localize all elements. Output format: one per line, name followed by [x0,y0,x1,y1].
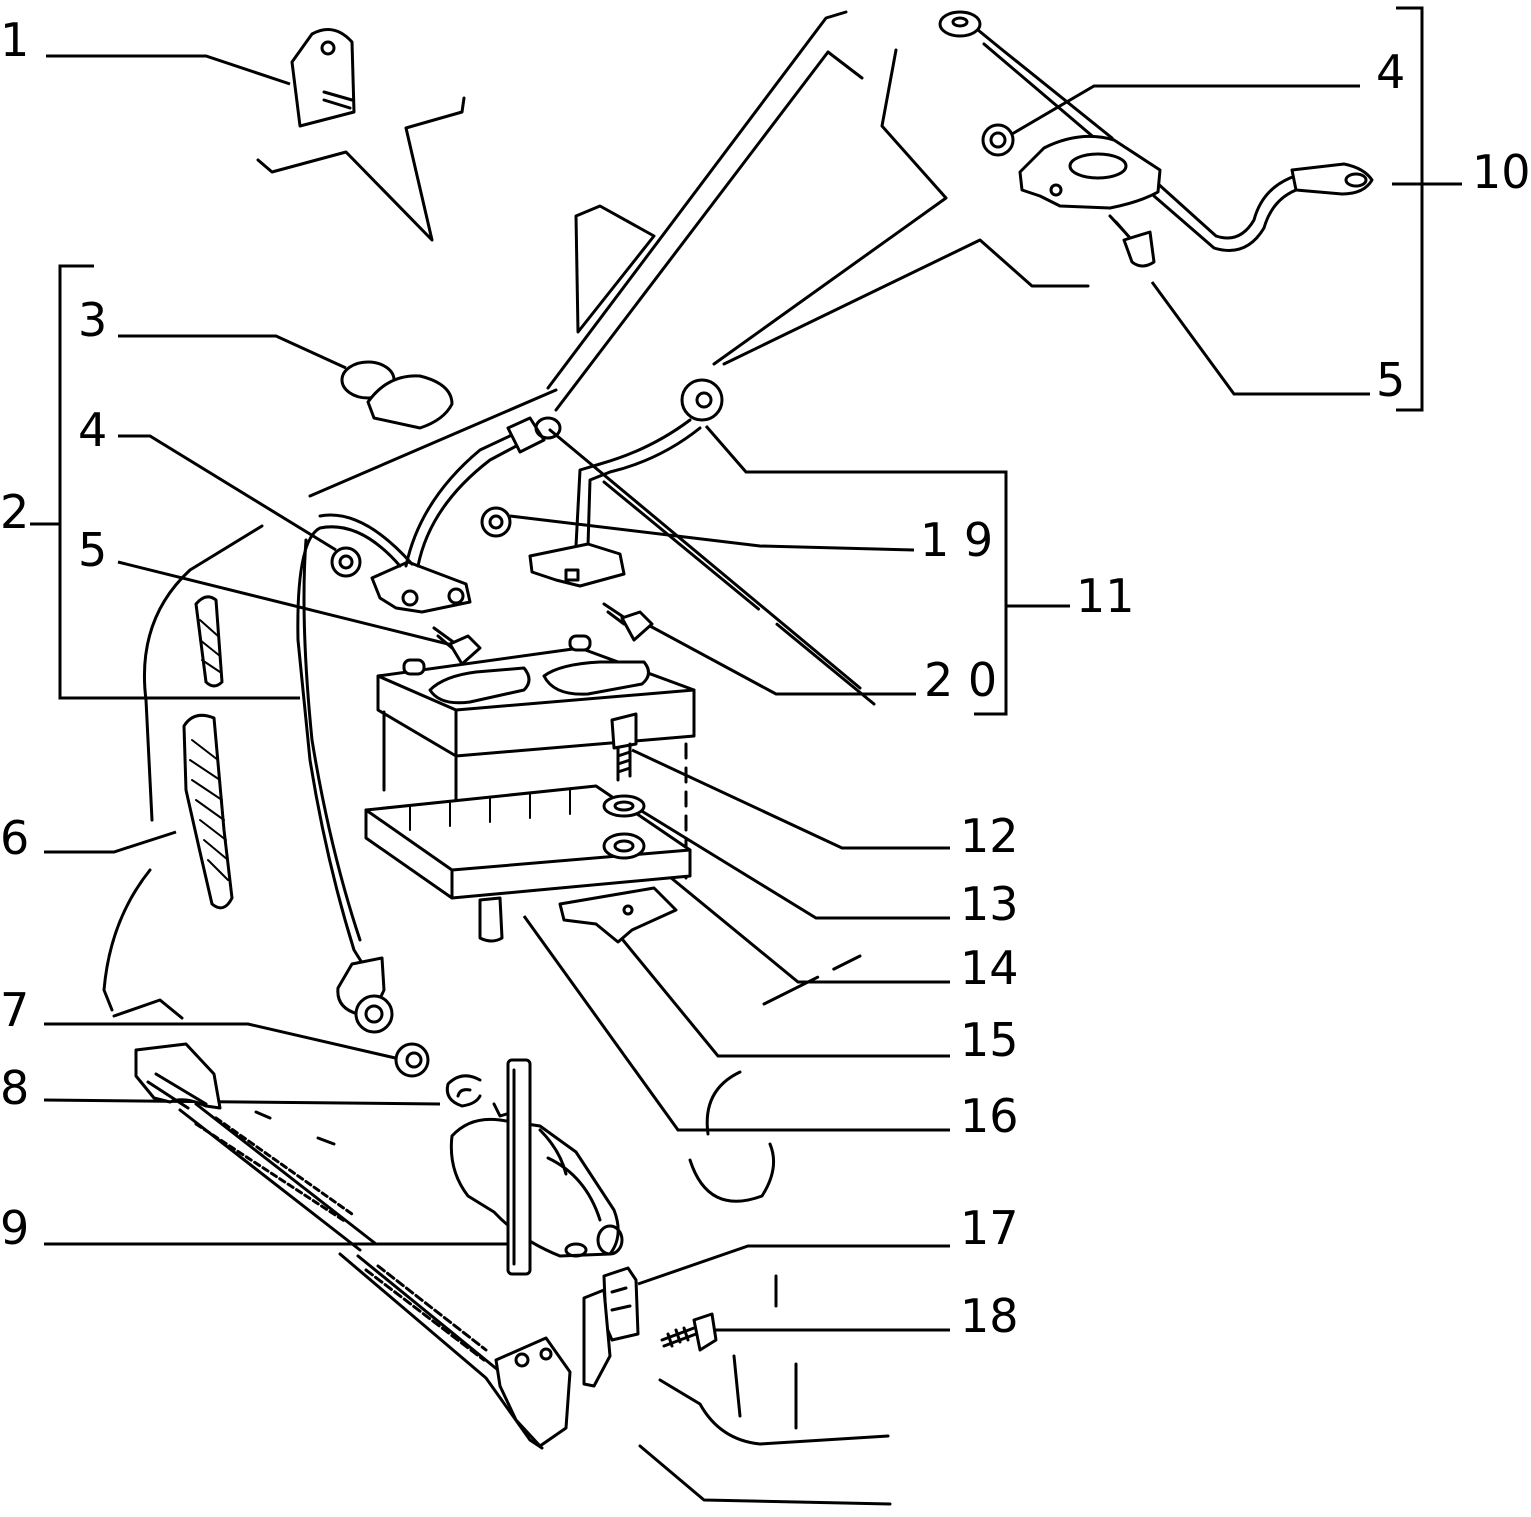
callout-17: 17 [960,1201,1019,1255]
callout-4-left: 4 [78,403,107,457]
callout-7: 7 [0,983,29,1037]
part-8-spring-washer [445,1074,482,1108]
callout-1: 1 [0,13,29,67]
part-19-nut [480,506,512,538]
callout-5-right: 5 [1376,353,1405,407]
part-1-bracket [290,28,356,128]
body-outline [102,10,1090,1506]
part-13-washer [602,794,646,818]
leader-lines [30,6,1462,1332]
part-5-bolt-left [432,626,482,666]
part-3-cap [340,360,454,430]
callout-11: 11 [1076,569,1135,623]
callout-6: 6 [0,811,29,865]
callout-10: 10 [1472,145,1531,199]
part-7-nut [394,1042,430,1078]
callout-2: 2 [0,485,29,539]
part-15-clamp-plate [558,886,678,944]
callout-12: 12 [960,809,1019,863]
callout-15: 15 [960,1013,1019,1067]
callout-9: 9 [0,1201,29,1255]
callout-18: 18 [960,1289,1019,1343]
callout-8: 8 [0,1061,29,1115]
callout-5-left: 5 [78,523,107,577]
part-5-bolt-right [1108,214,1156,268]
callout-14: 14 [960,941,1019,995]
part-17-clip [582,1266,640,1388]
part-7-cable-lug [336,956,394,1034]
part-20-bolt [602,602,654,642]
part-2-negative-cable-clamp [296,416,562,968]
callout-labels: 1 2 3 4 5 6 7 8 9 4 10 5 1 9 11 2 0 12 1… [0,13,1531,1343]
callout-16: 16 [960,1089,1019,1143]
callout-4-right: 4 [1376,45,1405,99]
callout-13: 13 [960,877,1019,931]
callout-20: 2 0 [924,653,997,707]
starter-motor [449,1102,624,1258]
callout-19: 1 9 [920,513,993,567]
part-4-nut-left [330,546,362,578]
cross-member-rail [112,998,572,1450]
part-12-bolt [610,712,638,782]
part-4-nut-right [981,123,1015,157]
part-11-positive-cable [528,378,724,588]
callout-3: 3 [78,293,107,347]
part-18-screw [660,1312,718,1352]
part-14-washer [602,832,646,860]
part-10-ground-cable [938,10,1374,252]
part-9-rod [506,1058,532,1276]
part-6-strap [182,595,234,910]
